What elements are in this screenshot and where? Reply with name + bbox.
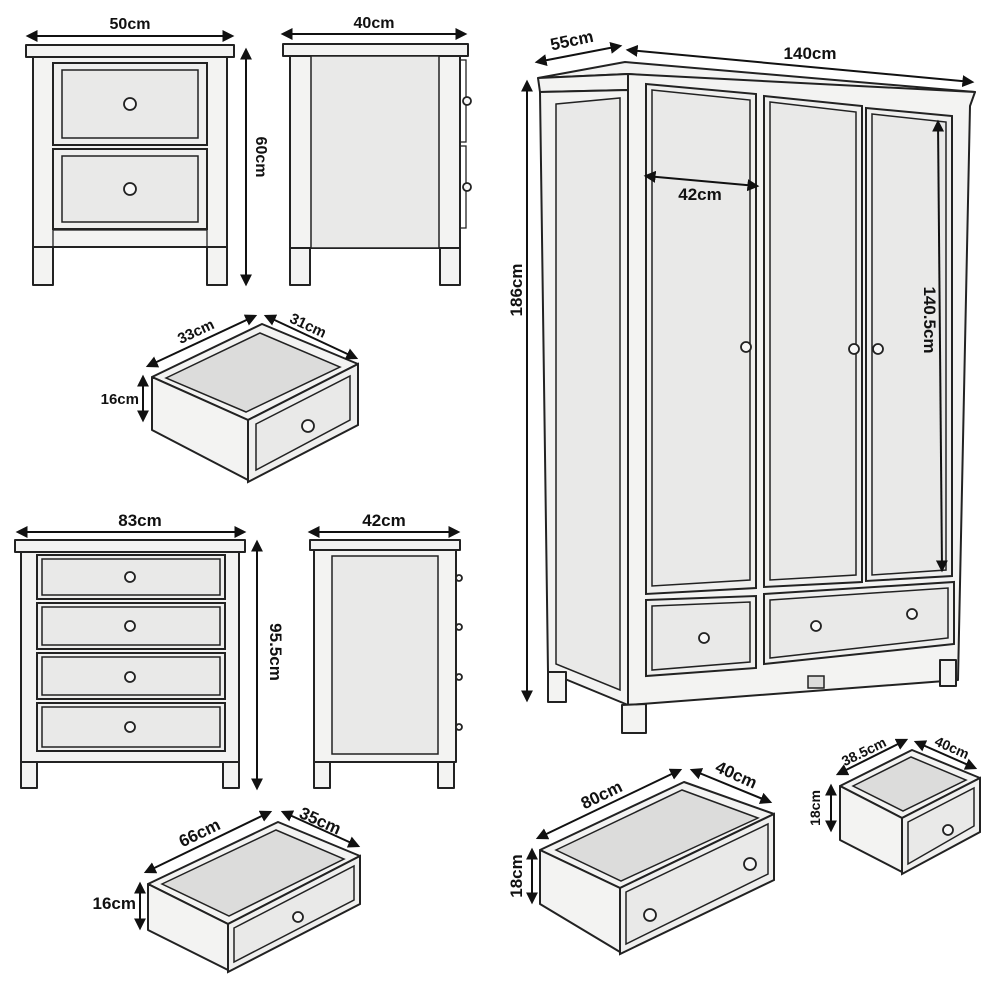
wardrobe-depth-label: 55cm [549, 27, 595, 55]
nightstand-side-view [282, 43, 472, 286]
chest-drawer-height-label: 16cm [93, 894, 136, 913]
wardrobe-large-drawer-height-label: 18cm [507, 854, 526, 897]
wardrobe-width-dimension: 140cm [625, 44, 975, 88]
wardrobe-door-height-label: 140.5cm [920, 286, 939, 353]
nightstand-height-dimension: 60cm [240, 47, 269, 287]
chest-width-label: 83cm [118, 511, 161, 530]
wardrobe-view [537, 61, 976, 734]
wardrobe-depth-dimension: 55cm [534, 27, 623, 67]
wardrobe-large-drawer-view [539, 781, 775, 956]
nightstand-width-label: 50cm [110, 16, 151, 33]
nightstand-drawer-height-label: 16cm [101, 391, 139, 408]
wardrobe-door-width-label: 42cm [678, 185, 721, 204]
chest-depth-dimension: 42cm [307, 511, 461, 538]
nightstand-depth-dimension: 40cm [280, 15, 468, 40]
wardrobe-door-width-dimension: 42cm [643, 170, 760, 204]
wardrobe-door-height-dimension: 140.5cm [920, 119, 948, 573]
chest-side-view [309, 539, 463, 789]
nightstand-height-label: 60cm [252, 137, 269, 178]
nightstand-width-dimension: 50cm [25, 16, 235, 42]
wardrobe-small-drawer-width-label: 38.5cm [839, 734, 889, 769]
chest-height-dimension: 95.5cm [251, 539, 285, 791]
nightstand-front-view [25, 44, 235, 286]
wardrobe-small-drawer-height-label: 18cm [807, 790, 823, 826]
wardrobe-height-label: 186cm [507, 264, 526, 317]
chest-front-view [14, 539, 246, 789]
nightstand-drawer-view [151, 323, 359, 484]
chest-drawer-view [147, 821, 361, 974]
wardrobe-height-dimension: 186cm [507, 79, 533, 703]
wardrobe-small-drawer-view [839, 749, 981, 876]
nightstand-depth-label: 40cm [354, 15, 395, 32]
chest-height-label: 95.5cm [266, 623, 285, 681]
chest-depth-label: 42cm [362, 511, 405, 530]
wardrobe-width-label: 140cm [784, 44, 837, 63]
chest-width-dimension: 83cm [15, 511, 247, 538]
